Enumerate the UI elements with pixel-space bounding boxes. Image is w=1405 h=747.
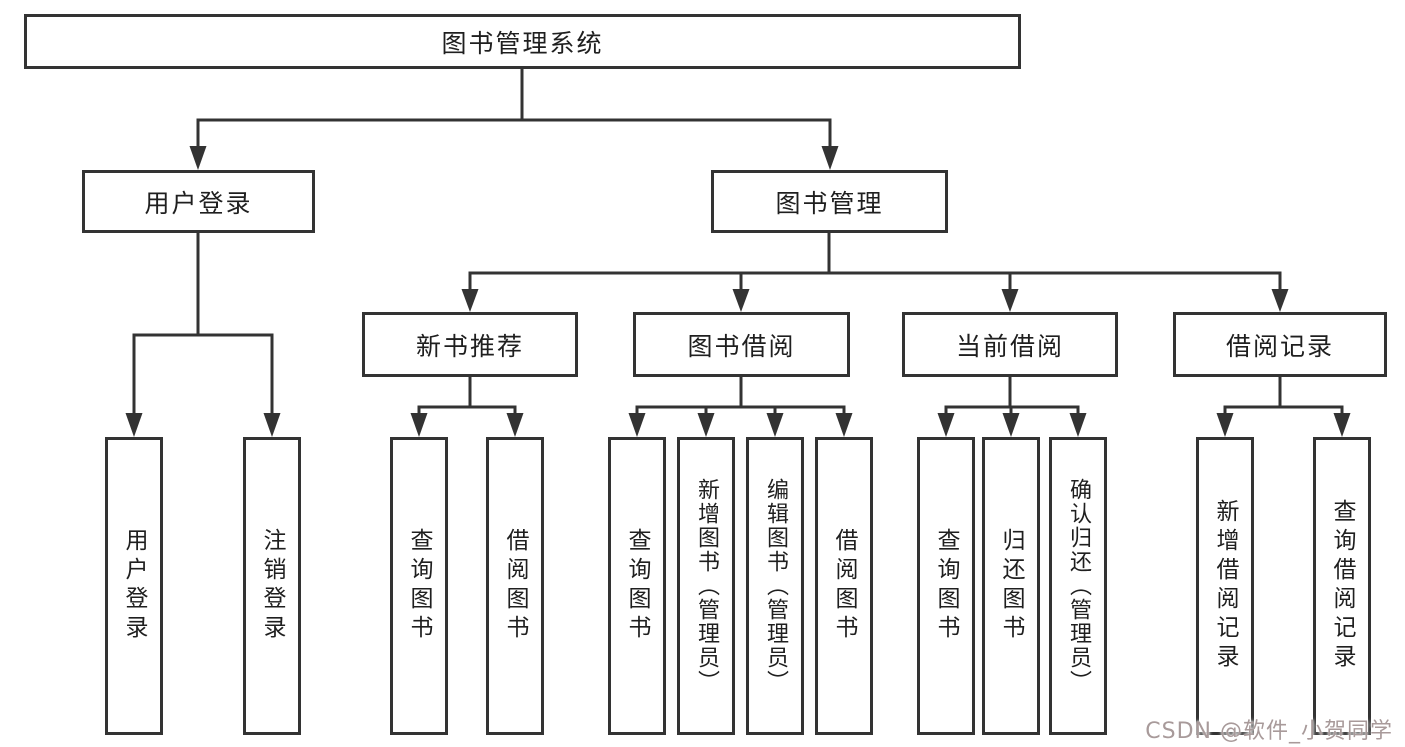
leaf-query-book-recommend: 查询图书 bbox=[390, 437, 448, 735]
leaf-add-book-admin: 新增图书（管理员） bbox=[677, 437, 735, 735]
leaf-borrow-book-borrow: 借阅图书 bbox=[815, 437, 873, 735]
leaf-query-borrow-record: 查询借阅记录 bbox=[1313, 437, 1371, 735]
node-root-system: 图书管理系统 bbox=[24, 14, 1021, 69]
edge-lines bbox=[132, 69, 1344, 417]
leaf-user-login: 用户登录 bbox=[105, 437, 163, 735]
leaf-edit-book-admin: 编辑图书（管理员） bbox=[746, 437, 804, 735]
node-current-borrow: 当前借阅 bbox=[902, 312, 1118, 377]
node-borrow-records: 借阅记录 bbox=[1173, 312, 1387, 377]
leaf-borrow-book-recommend: 借阅图书 bbox=[486, 437, 544, 735]
leaf-logout-login: 注销登录 bbox=[243, 437, 301, 735]
leaf-confirm-return-admin: 确认归还（管理员） bbox=[1049, 437, 1107, 735]
leaf-return-book: 归还图书 bbox=[982, 437, 1040, 735]
leaf-query-book-borrow: 查询图书 bbox=[608, 437, 666, 735]
node-user-login-branch: 用户登录 bbox=[82, 170, 315, 233]
node-book-borrow: 图书借阅 bbox=[633, 312, 850, 377]
node-book-management-branch: 图书管理 bbox=[711, 170, 948, 233]
watermark-text: CSDN @软件_小贺同学 bbox=[1145, 719, 1393, 744]
edge-arrowheads bbox=[125, 146, 1351, 437]
leaf-query-book-current: 查询图书 bbox=[917, 437, 975, 735]
node-new-book-recommend: 新书推荐 bbox=[362, 312, 578, 377]
leaf-add-borrow-record: 新增借阅记录 bbox=[1196, 437, 1254, 735]
